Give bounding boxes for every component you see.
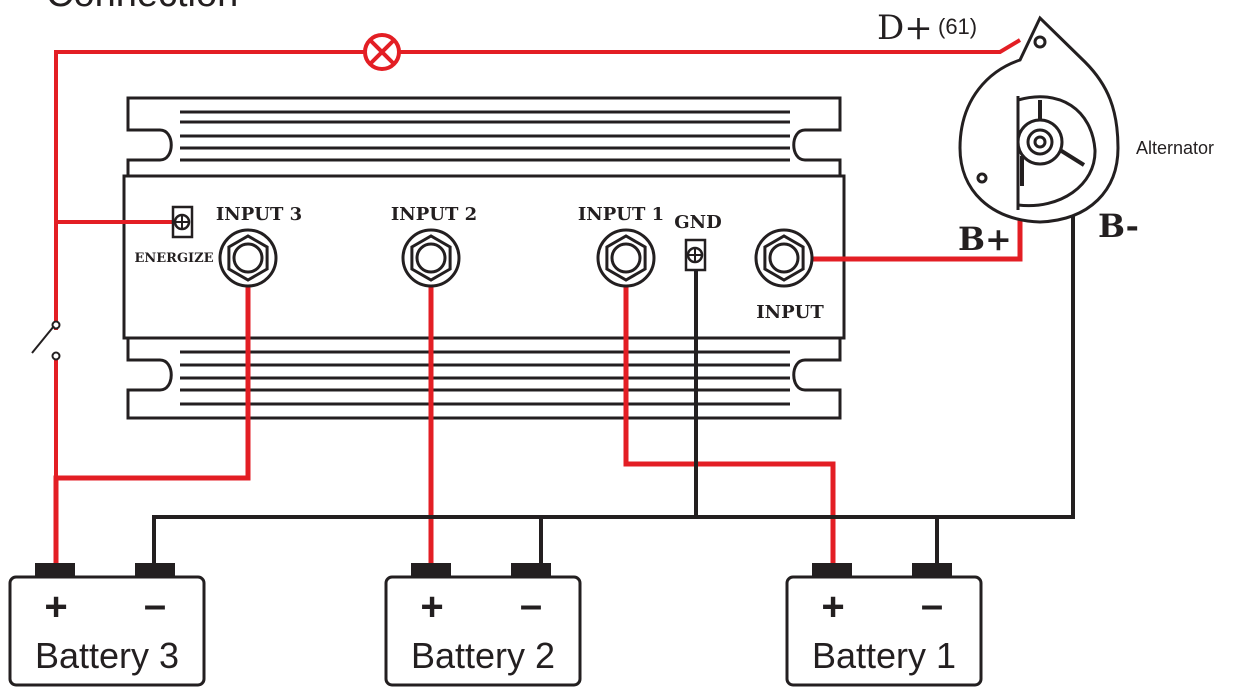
battery-label: Battery 2 [411,635,555,676]
d-plus-wire [54,38,1022,565]
input1-wire [623,285,836,565]
battery-positive-post [35,563,75,577]
main-input-terminal [754,228,814,288]
battery-plus-sign: + [821,585,844,629]
d-plus-label: D+ [877,8,933,48]
page-title: Connection [46,0,238,15]
battery-positive-post [411,563,451,577]
b-minus-label: B- [1098,207,1139,245]
battery-label: Battery 3 [35,635,179,676]
battery1: + – Battery 1 [785,563,983,687]
indicator-lamp-icon [363,33,401,71]
battery-negative-post [912,563,952,577]
main-input-label: INPUT [756,302,824,323]
battery-positive-post [812,563,852,577]
negative-bus [152,214,1075,565]
battery-plus-sign: + [420,585,443,629]
alternator-label: Alternator [1136,138,1214,158]
gnd-label: GND [674,212,721,233]
battery-negative-post [135,563,175,577]
b-plus-wire [810,218,1023,262]
input1-terminal [596,228,656,288]
battery3: + – Battery 3 [8,563,206,687]
battery-case [8,575,206,687]
b-plus-label: B+ [958,220,1012,258]
battery-case [384,575,582,687]
energize-terminal [171,205,194,239]
input2-label: INPUT 2 [391,204,477,225]
battery-minus-sign: – [520,583,542,627]
battery-case [785,575,983,687]
d-plus-code: (61) [938,14,977,39]
battery2: + – Battery 2 [384,563,582,687]
battery-label: Battery 1 [812,635,956,676]
battery-minus-sign: – [144,583,166,627]
input2-terminal [401,228,461,288]
battery-plus-sign: + [44,585,67,629]
alternator-icon [958,15,1120,224]
wires [53,38,1075,565]
isolator-body [122,96,846,420]
gnd-terminal [684,238,707,272]
battery-negative-post [511,563,551,577]
input3-label: INPUT 3 [216,204,302,225]
input3-terminal [218,228,278,288]
input3-wire [53,285,251,565]
battery-minus-sign: – [921,583,943,627]
input1-label: INPUT 1 [578,204,664,225]
ignition-switch-icon [31,320,62,365]
energize-label: ENERGIZE [134,251,213,266]
